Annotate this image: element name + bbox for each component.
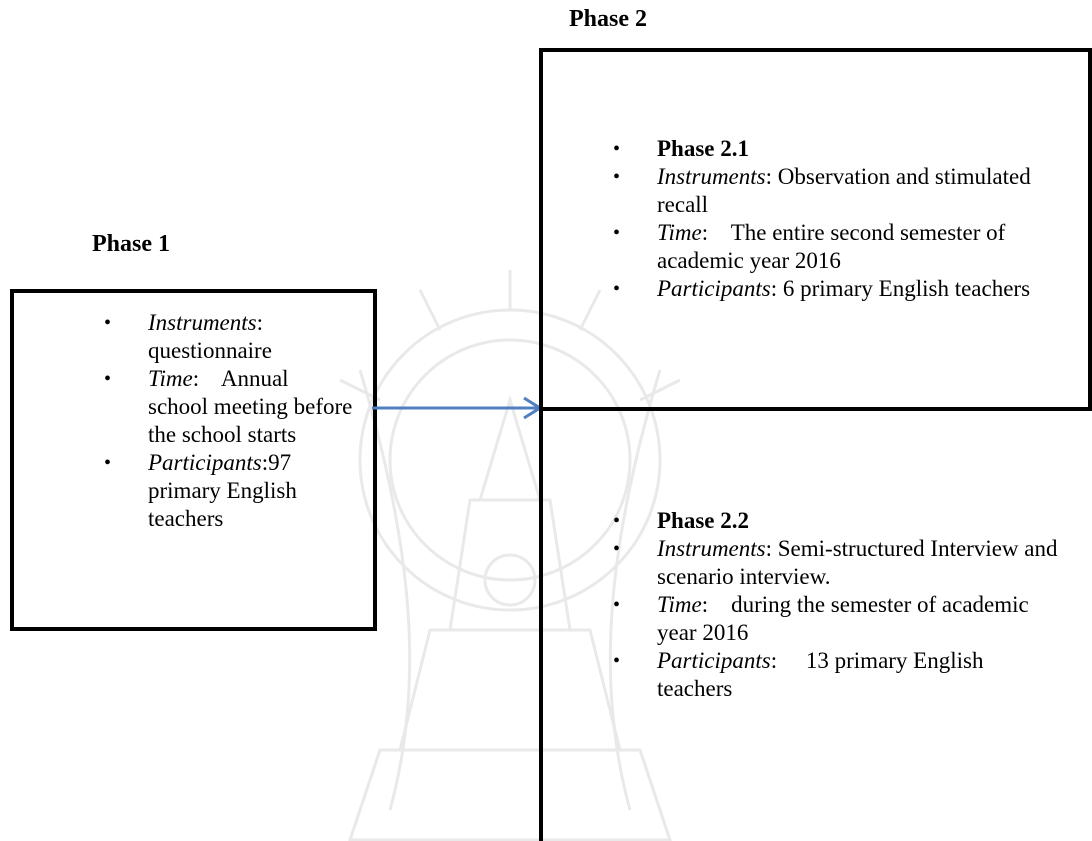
phase1-item-participants: Participants:97 primary English teachers: [104, 449, 354, 533]
phase2-1-box: Phase 2.1 Instruments: Observation and s…: [539, 48, 1092, 411]
phase1-item-time: Time: Annual school meeting before the s…: [104, 365, 354, 449]
phase2-1-title: Phase 2.1: [613, 135, 1063, 163]
phase2-1-item-time: Time: The entire second semester of acad…: [613, 219, 1063, 275]
phase2-2-item-instruments: Instruments: Semi-structured Interview a…: [613, 535, 1063, 591]
phase2-1-item-instruments: Instruments: Observation and stimulated …: [613, 163, 1063, 219]
phase2-2-list: Phase 2.2 Instruments: Semi-structured I…: [613, 507, 1063, 703]
phase2-1-item-participants: Participants: 6 primary English teachers: [613, 275, 1063, 303]
university-emblem-watermark: [339, 270, 681, 841]
phase1-box: Instruments: questionnaire Time: Annual …: [10, 289, 377, 631]
phase2-2-title: Phase 2.2: [613, 507, 1063, 535]
phase1-heading: Phase 1: [92, 231, 170, 257]
phase1-item-instruments: Instruments: questionnaire: [104, 309, 354, 365]
phase1-list: Instruments: questionnaire Time: Annual …: [104, 309, 354, 533]
right-arrow-icon: [372, 396, 543, 420]
phase2-heading: Phase 2: [569, 6, 647, 32]
phase2-2-box: Phase 2.2 Instruments: Semi-structured I…: [539, 407, 1092, 841]
phase2-1-list: Phase 2.1 Instruments: Observation and s…: [613, 135, 1063, 303]
phase2-2-item-time: Time: during the semester of academic ye…: [613, 591, 1063, 647]
phase2-2-item-participants: Participants: 13 primary English teacher…: [613, 647, 1063, 703]
